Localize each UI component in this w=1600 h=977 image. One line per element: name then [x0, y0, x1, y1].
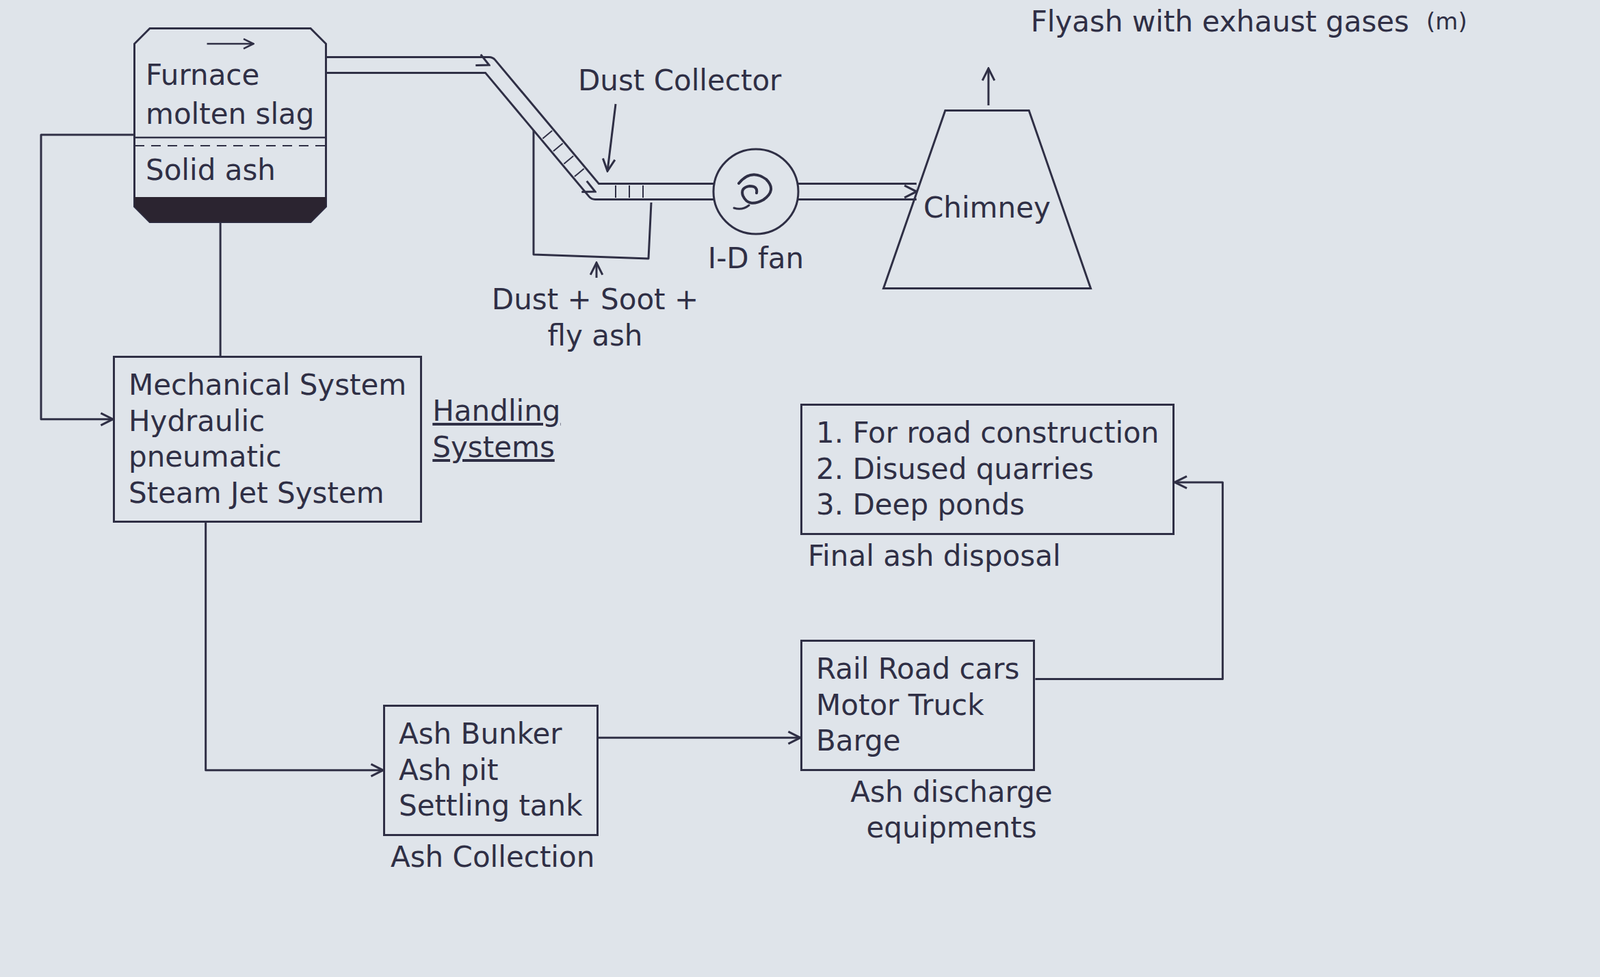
node-text: Rail Road cars [816, 651, 1020, 688]
ash-collection-box: Ash BunkerAsh pitSettling tankAsh Collec… [383, 704, 599, 836]
group-heading: Final ash disposal [807, 538, 1061, 575]
node-text: Mechanical System [128, 367, 407, 404]
connector-line [598, 736, 801, 739]
node-text: Barge [816, 723, 1020, 760]
node-text: Settling tank [398, 788, 583, 825]
ash-discharge-box: Rail Road carsMotor TruckBargeAsh discha… [800, 639, 1035, 771]
node-text: 1. For road construction [816, 415, 1159, 452]
hatch-line [628, 185, 631, 198]
furnace-vessel: Furnacemolten slagSolid ash [133, 27, 327, 224]
chimney-stack: Chimney [882, 109, 1092, 290]
slag-level [134, 136, 326, 139]
flow-arrow [205, 522, 384, 771]
node-text: Motor Truck [816, 687, 1020, 724]
leader-arrow [595, 262, 598, 278]
connector-group [41, 64, 1223, 771]
fan-impeller [733, 205, 750, 209]
chimney-wall [883, 110, 1092, 289]
group-heading: Ash discharge equipments [807, 774, 1096, 847]
note-mark: (m) [1426, 6, 1468, 37]
connector-line [205, 522, 384, 771]
node-text: Chimney [923, 190, 1051, 227]
hatch-line [574, 168, 585, 178]
node-text: molten slag [145, 96, 315, 133]
hatch-line [553, 143, 563, 152]
connector-line [41, 134, 134, 420]
slag-level [134, 145, 326, 147]
dust-collector-hopper [533, 129, 652, 259]
ash-disposal-box: 1. For road construction2. Disused quarr… [800, 403, 1175, 535]
hatch-line [563, 155, 574, 165]
node-text: 3. Deep ponds [816, 487, 1159, 524]
node-text: Steam Jet System [128, 475, 407, 512]
node-text: 2. Disused quarries [816, 451, 1159, 488]
node-text: Hydraulic [128, 403, 407, 440]
group-heading: Ash Collection [390, 839, 595, 876]
hatch-line [642, 185, 644, 198]
hatch-line [542, 130, 553, 139]
part-name: Dust + Soot + fly ash [471, 281, 719, 354]
id-fan-casing [713, 149, 799, 234]
node-text: Solid ash [145, 152, 315, 189]
ash-line [220, 223, 221, 357]
flow-arrow [1034, 482, 1223, 680]
duct-hatching [542, 130, 644, 198]
hatch-line [614, 185, 617, 198]
flue-gas-note: Flyash with exhaust gases [1026, 4, 1410, 41]
part-name: Dust Collector [578, 62, 782, 100]
furnace-wall [134, 28, 327, 223]
flow-arrow [207, 43, 254, 46]
group-heading: Handling Systems [432, 393, 638, 466]
fan-impeller [738, 174, 771, 204]
node-text: pneumatic [128, 439, 407, 476]
exhaust-arrow [987, 68, 990, 106]
connector-line [1034, 482, 1223, 680]
node-text: Furnace [145, 57, 315, 94]
flow-arrow [598, 737, 801, 739]
node-text: Ash Bunker [398, 716, 583, 753]
handling-system-box: Mechanical SystemHydraulicpneumaticSteam… [112, 355, 423, 523]
slag-line [41, 134, 134, 420]
connector-line [219, 223, 222, 357]
ash-hopper-base [134, 197, 327, 223]
part-name: I-D fan [687, 240, 825, 278]
node-text: Ash pit [398, 752, 583, 789]
leader-arrow [607, 103, 616, 172]
